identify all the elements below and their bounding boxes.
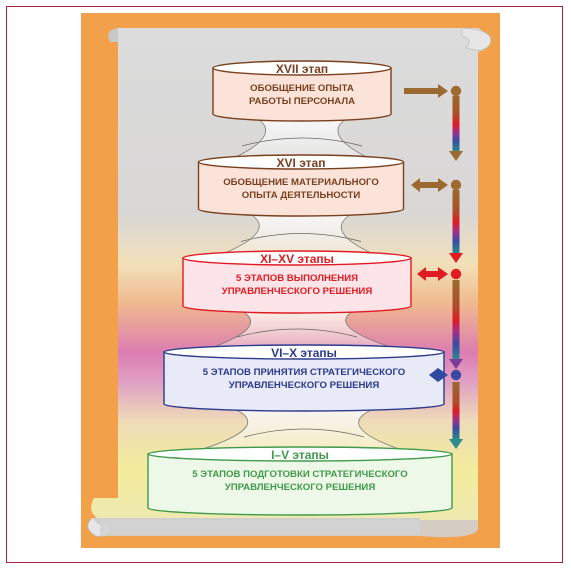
stage-disk-3 [182,250,412,314]
stage-disk-1 [212,60,392,122]
down-arrow [449,190,463,263]
flow-arrows [404,84,463,449]
stage-description-line: 5 ЭТАПОВ ПОДГОТОВКИ СТРАТЕГИЧЕСКОГО [192,469,408,480]
connector-node [417,267,462,281]
stage-disks [147,60,453,516]
stage-disk-4 [163,344,445,412]
stage-description-line: 5 ЭТАПОВ ВЫПОЛНЕНИЯ [235,273,359,284]
stage-title: XVI этап [276,156,326,170]
outer-frame [6,6,563,563]
down-arrow [449,96,463,161]
stage-description-line: ОПЫТА ДЕЯТЕЛЬНОСТИ [241,190,361,201]
down-arrow [449,382,463,449]
stage-title: VI–X этапы [271,346,337,360]
stage-title: XI–XV этапы [260,252,334,266]
connector-node [411,178,462,192]
stage-description-line: УПРАВЛЕНЧЕСКОГО РЕШЕНИЯ [221,286,373,297]
stage-disk-5 [147,446,453,516]
stage-description-line: УПРАВЛЕНЧЕСКОГО РЕШЕНИЯ [228,380,380,391]
stage-description-line: ОБОБЩЕНИЕ ОПЫТА [250,83,354,94]
stage-description-line: РАБОТЫ ПЕРСОНАЛА [249,96,355,107]
connector-node [429,368,462,382]
stage-title: XVII этап [275,62,329,76]
stage-title: I–V этапы [271,448,329,462]
stage-disk-2 [197,154,405,217]
stage-description-line: 5 ЭТАПОВ ПРИНЯТИЯ СТРАТЕГИЧЕСКОГО [202,367,406,378]
stage-description-line: ОБОБЩЕНИЕ МАТЕРИАЛЬНОГО [223,177,379,188]
stage-description-line: УПРАВЛЕНЧЕСКОГО РЕШЕНИЯ [224,482,376,493]
connector-node [404,84,462,98]
down-arrow [449,280,463,369]
